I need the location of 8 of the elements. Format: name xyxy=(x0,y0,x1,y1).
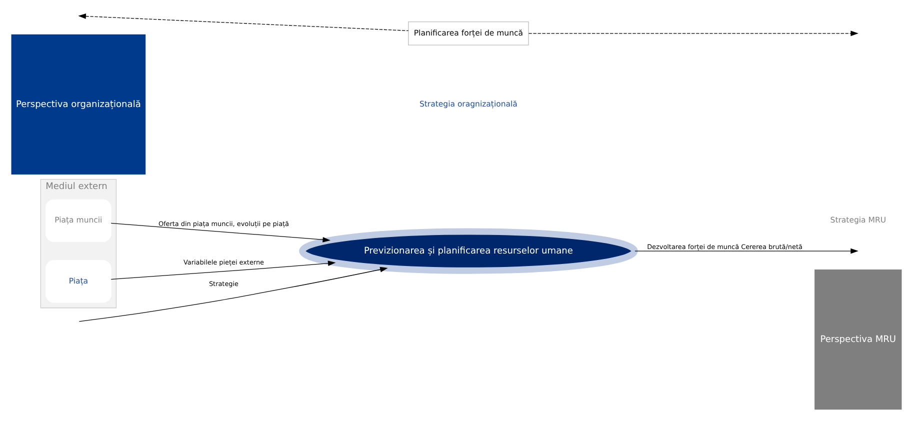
arrow xyxy=(78,14,408,32)
arrow xyxy=(634,248,858,254)
arrow xyxy=(528,30,858,36)
arrow xyxy=(110,222,330,242)
node-box: Perspectiva organizațională xyxy=(10,34,146,175)
node-box: Perspectiva MRU xyxy=(814,269,902,410)
arrow xyxy=(110,260,336,280)
arrow xyxy=(78,266,388,322)
